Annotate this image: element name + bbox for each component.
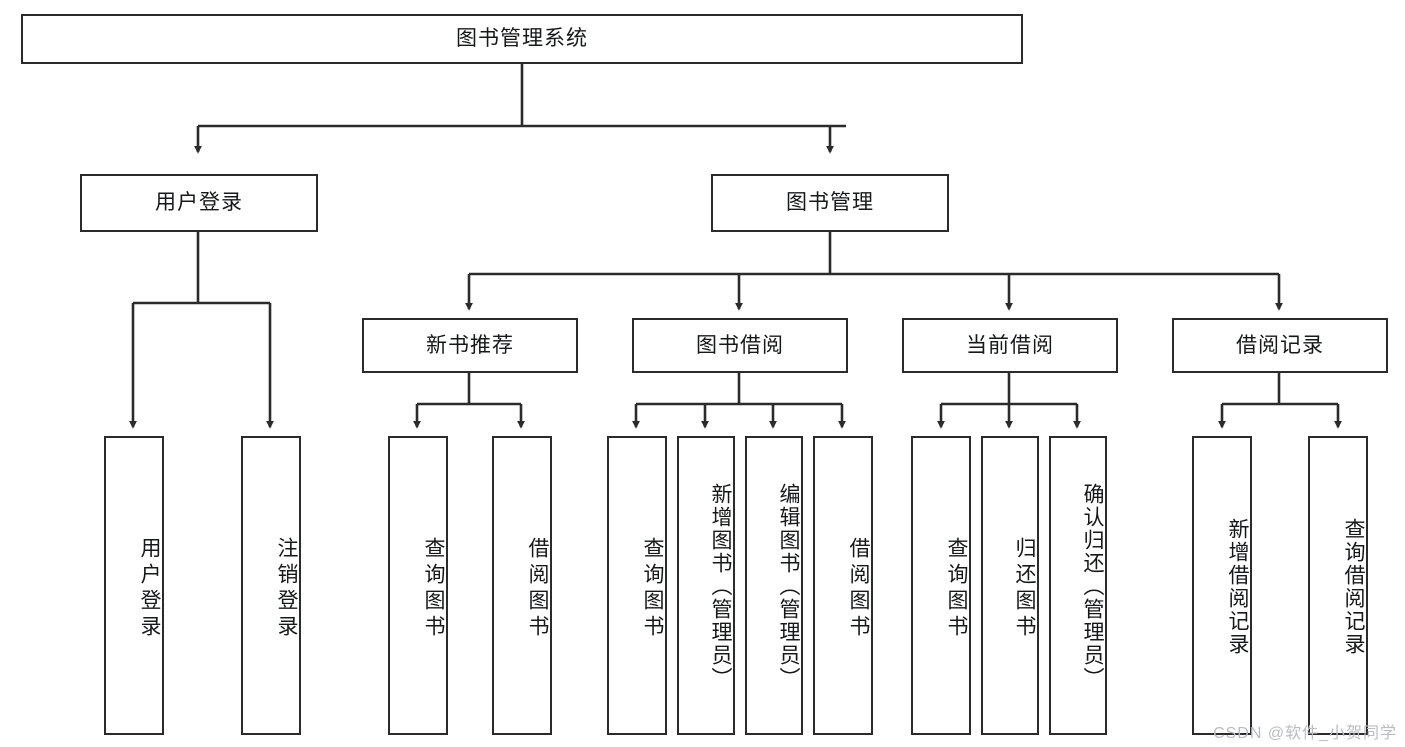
node-current-borrow-label: 当前借阅: [966, 333, 1054, 357]
node-leaf-borrow-book-1-label: 借阅图书: [526, 536, 549, 641]
node-borrow-record-label: 借阅记录: [1236, 333, 1324, 357]
node-leaf-add-record[interactable]: 新增借阅记录: [1192, 436, 1252, 735]
node-leaf-logout-label: 注销登录: [275, 536, 298, 641]
node-leaf-logout[interactable]: 注销登录: [241, 436, 301, 735]
node-leaf-query-book-1[interactable]: 查询图书: [388, 436, 448, 735]
node-leaf-query-book-2[interactable]: 查询图书: [607, 436, 667, 735]
node-leaf-query-book-3-label: 查询图书: [945, 536, 968, 641]
node-book-manage-label: 图书管理: [786, 191, 874, 215]
node-leaf-add-book[interactable]: 新增图书（管理员）: [677, 436, 735, 735]
node-new-book-rec-label: 新书推荐: [426, 333, 514, 357]
node-leaf-return-book[interactable]: 归还图书: [981, 436, 1039, 735]
node-leaf-borrow-book-2[interactable]: 借阅图书: [813, 436, 873, 735]
node-leaf-user-login[interactable]: 用户登录: [104, 436, 164, 735]
node-leaf-add-book-label: 新增图书（管理员）: [709, 483, 732, 690]
node-leaf-edit-book-label: 编辑图书（管理员）: [777, 483, 800, 690]
node-new-book-rec[interactable]: 新书推荐: [362, 318, 578, 373]
node-current-borrow[interactable]: 当前借阅: [902, 318, 1118, 373]
node-user-login[interactable]: 用户登录: [80, 174, 318, 232]
node-book-borrow[interactable]: 图书借阅: [632, 318, 848, 373]
node-leaf-borrow-book-1[interactable]: 借阅图书: [492, 436, 552, 735]
csdn-watermark: CSDN @软件_小贺同学: [1213, 725, 1397, 742]
node-root-label: 图书管理系统: [456, 27, 588, 51]
node-user-login-label: 用户登录: [155, 191, 243, 215]
node-leaf-query-book-2-label: 查询图书: [641, 536, 664, 641]
node-leaf-edit-book[interactable]: 编辑图书（管理员）: [745, 436, 803, 735]
node-leaf-query-book-3[interactable]: 查询图书: [911, 436, 971, 735]
node-book-manage[interactable]: 图书管理: [711, 174, 949, 232]
node-leaf-add-record-label: 新增借阅记录: [1226, 517, 1249, 656]
node-leaf-query-book-1-label: 查询图书: [422, 536, 445, 641]
node-leaf-confirm-return[interactable]: 确认归还（管理员）: [1049, 436, 1107, 735]
node-leaf-query-record[interactable]: 查询借阅记录: [1308, 436, 1368, 735]
node-leaf-borrow-book-2-label: 借阅图书: [847, 536, 870, 641]
node-borrow-record[interactable]: 借阅记录: [1172, 318, 1388, 373]
node-book-borrow-label: 图书借阅: [696, 333, 784, 357]
node-leaf-confirm-return-label: 确认归还（管理员）: [1081, 483, 1104, 690]
node-leaf-return-book-label: 归还图书: [1013, 536, 1036, 641]
node-leaf-user-login-label: 用户登录: [138, 536, 161, 641]
node-root[interactable]: 图书管理系统: [21, 14, 1023, 64]
node-leaf-query-record-label: 查询借阅记录: [1342, 517, 1365, 656]
